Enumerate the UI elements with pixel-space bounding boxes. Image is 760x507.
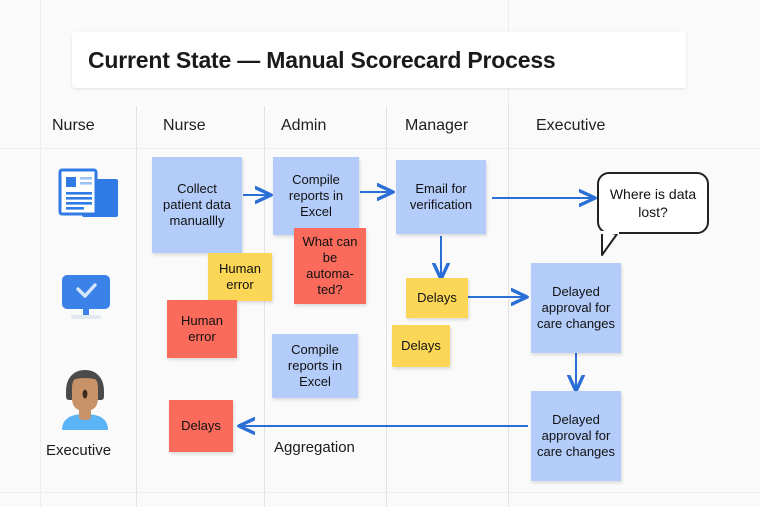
node-delayed-approval-1[interactable]: Delayed approval for care changes <box>531 263 621 353</box>
lane-separator <box>386 106 387 507</box>
node-what-can-be-automated[interactable]: What can be automa-ted? <box>294 228 366 304</box>
node-compile-reports-2[interactable]: Compile reports in Excel <box>272 334 358 398</box>
node-collect-patient-data[interactable]: Collect patient data manuallly <box>152 157 242 253</box>
node-delayed-approval-2[interactable]: Delayed approval for care changes <box>531 391 621 481</box>
annotation-bubble[interactable]: Where is data lost? <box>597 172 709 234</box>
node-delays-yellow-2[interactable]: Delays <box>392 325 450 367</box>
grid-line <box>40 0 41 507</box>
avatar-caption: Executive <box>46 442 112 459</box>
bubble-tail <box>601 231 619 256</box>
page-title: Current State — Manual Scorecard Process <box>88 46 556 73</box>
node-compile-reports-1[interactable]: Compile reports in Excel <box>273 157 359 235</box>
lane-separator <box>136 106 137 507</box>
title-card[interactable]: Current State — Manual Scorecard Process <box>72 32 686 88</box>
node-human-error-red[interactable]: Human error <box>167 300 237 358</box>
lane-header-manager: Manager <box>405 117 469 134</box>
document-stack-icon <box>54 166 124 231</box>
node-delays-red[interactable]: Delays <box>169 400 233 452</box>
node-email-for-verification[interactable]: Email for verification <box>396 160 486 234</box>
lane-separator <box>264 106 265 507</box>
grid-line <box>0 148 760 149</box>
node-human-error-yellow[interactable]: Human error <box>208 253 272 301</box>
person-avatar-icon <box>52 366 118 437</box>
aggregation-label: Aggregation <box>274 439 355 456</box>
monitor-check-icon <box>58 272 114 329</box>
lane-header-nurse-1: Nurse <box>52 117 95 134</box>
lane-header-nurse-2: Nurse <box>163 117 206 134</box>
node-delays-yellow-1[interactable]: Delays <box>406 278 468 318</box>
grid-line <box>0 492 760 493</box>
lane-header-executive: Executive <box>536 117 606 134</box>
lane-separator <box>508 106 509 507</box>
lane-header-admin: Admin <box>281 117 327 134</box>
